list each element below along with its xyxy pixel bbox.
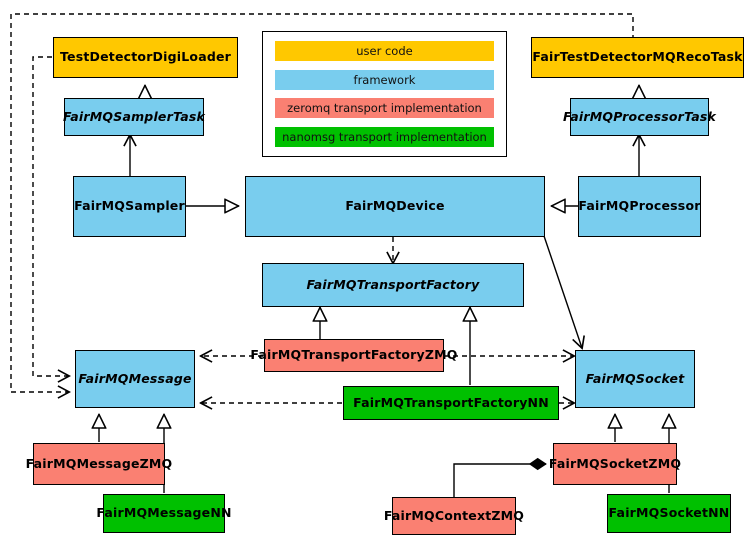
legend-label-zeromq: zeromq transport implementation — [287, 101, 482, 116]
class-name-fairmqsamplertask: FairMQSamplerTask — [62, 108, 206, 124]
class-name-testdetectordigiloader: TestDetectorDigiLoader — [59, 49, 232, 65]
legend-label-framework: framework — [353, 72, 416, 87]
class-box-fairmqsampler[interactable]: FairMQSampler — [73, 176, 186, 237]
class-name-fairmqmessagezmq: FairMQMessageZMQ — [25, 455, 173, 471]
class-box-fairmqsocket[interactable]: FairMQSocket — [575, 350, 695, 408]
legend-label-nanomsg: nanomsg transport implementation — [282, 130, 487, 145]
class-box-fairmqmessage[interactable]: FairMQMessage — [75, 350, 195, 408]
class-name-fairmqprocessortask: FairMQProcessorTask — [562, 108, 717, 124]
class-name-fairmqsocketzmq: FairMQSocketZMQ — [548, 455, 682, 471]
class-box-fairmqtransportfactoryzmq[interactable]: FairMQTransportFactoryZMQ — [250, 339, 457, 372]
class-name-fairmqsampler: FairMQSampler — [74, 198, 185, 214]
class-box-fairtestdetectormqrecotask[interactable]: FairTestDetectorMQRecoTask — [531, 37, 744, 78]
legend-item-nanomsg: nanomsg transport implementation — [275, 127, 494, 148]
class-box-fairmqcontextzmq[interactable]: FairMQContextZMQ — [384, 497, 524, 535]
legend-panel: user code framework zeromq transport imp… — [262, 31, 507, 157]
class-box-fairmqdevice[interactable]: FairMQDevice — [245, 176, 545, 237]
class-name-fairmqprocessor: FairMQProcessor — [578, 198, 701, 214]
class-name-fairmqdevice: FairMQDevice — [345, 198, 445, 214]
class-name-fairmqmessage: FairMQMessage — [78, 370, 192, 386]
class-name-fairmqtransportfactorynn: FairMQTransportFactoryNN — [353, 394, 549, 410]
class-name-fairtestdetectormqrecotask: FairTestDetectorMQRecoTask — [532, 49, 743, 65]
class-box-fairmqprocessortask[interactable]: FairMQProcessorTask — [563, 98, 716, 136]
class-box-fairmqmessagezmq[interactable]: FairMQMessageZMQ — [26, 443, 172, 485]
class-box-fairmqprocessor[interactable]: FairMQProcessor — [578, 176, 701, 237]
class-box-testdetectordigiloader[interactable]: TestDetectorDigiLoader — [53, 37, 238, 78]
class-name-fairmqsocketnn: FairMQSocketNN — [608, 505, 730, 521]
class-box-fairmqtransportfactorynn[interactable]: FairMQTransportFactoryNN — [343, 386, 559, 420]
class-name-fairmqsocket: FairMQSocket — [585, 370, 685, 386]
class-name-fairmqmessagenn: FairMQMessageNN — [96, 505, 232, 521]
class-name-fairmqtransportfactoryzmq: FairMQTransportFactoryZMQ — [250, 347, 458, 363]
legend-item-zeromq: zeromq transport implementation — [275, 98, 494, 119]
class-box-fairmqsocketnn[interactable]: FairMQSocketNN — [607, 494, 731, 533]
class-box-fairmqsocketzmq[interactable]: FairMQSocketZMQ — [549, 443, 681, 485]
class-box-fairmqmessagenn[interactable]: FairMQMessageNN — [96, 494, 231, 533]
class-box-fairmqsamplertask[interactable]: FairMQSamplerTask — [63, 98, 205, 136]
class-name-fairmqtransportfactory: FairMQTransportFactory — [306, 276, 480, 292]
legend-item-framework: framework — [275, 69, 494, 90]
legend-label-user-code: user code — [356, 43, 413, 58]
legend-item-user-code: user code — [275, 40, 494, 61]
class-name-fairmqcontextzmq: FairMQContextZMQ — [383, 507, 525, 523]
class-box-fairmqtransportfactory[interactable]: FairMQTransportFactory — [262, 263, 524, 307]
